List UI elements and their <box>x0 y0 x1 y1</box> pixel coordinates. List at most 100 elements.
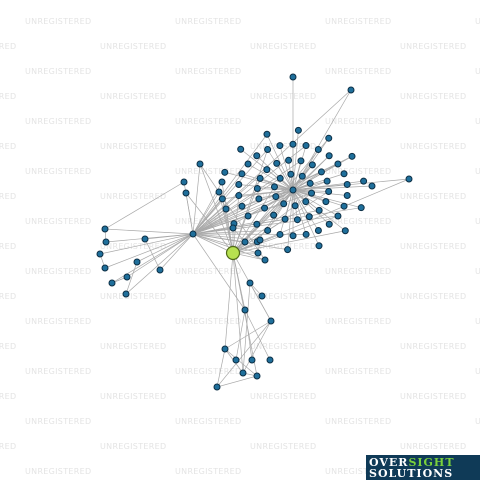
graph-node[interactable] <box>334 212 342 220</box>
graph-node[interactable] <box>101 225 109 233</box>
graph-node[interactable] <box>340 202 348 210</box>
graph-node[interactable] <box>196 160 204 168</box>
graph-node[interactable] <box>314 227 322 235</box>
graph-node[interactable] <box>255 195 263 203</box>
graph-node[interactable] <box>341 227 349 235</box>
graph-node[interactable] <box>213 383 221 391</box>
graph-node[interactable] <box>182 189 190 197</box>
graph-node[interactable] <box>325 187 333 195</box>
graph-node[interactable] <box>280 200 288 208</box>
graph-node[interactable] <box>291 202 299 210</box>
graph-node[interactable] <box>241 306 249 314</box>
graph-node[interactable] <box>235 181 243 189</box>
graph-node[interactable] <box>285 156 293 164</box>
graph-node[interactable] <box>221 345 229 353</box>
graph-node[interactable] <box>261 256 269 264</box>
graph-node[interactable] <box>96 250 104 258</box>
graph-node[interactable] <box>347 86 355 94</box>
graph-node[interactable] <box>244 160 252 168</box>
graph-node[interactable] <box>357 204 365 212</box>
graph-node[interactable] <box>308 161 316 169</box>
graph-node[interactable] <box>238 202 246 210</box>
graph-node[interactable] <box>297 157 305 165</box>
graph-node[interactable] <box>317 168 325 176</box>
focus-node[interactable] <box>225 245 241 261</box>
graph-node[interactable] <box>232 356 240 364</box>
graph-node[interactable] <box>305 213 313 221</box>
graph-node[interactable] <box>215 188 223 196</box>
graph-node[interactable] <box>254 249 262 257</box>
graph-node[interactable] <box>289 140 297 148</box>
graph-node[interactable] <box>180 178 188 186</box>
graph-node[interactable] <box>261 204 269 212</box>
graph-node[interactable] <box>253 220 261 228</box>
graph-node[interactable] <box>308 189 316 197</box>
graph-node[interactable] <box>102 238 110 246</box>
graph-node[interactable] <box>133 258 141 266</box>
graph-node[interactable] <box>322 198 330 206</box>
graph-node[interactable] <box>253 152 261 160</box>
graph-node[interactable] <box>253 372 261 380</box>
graph-node[interactable] <box>273 159 281 167</box>
graph-node[interactable] <box>122 290 130 298</box>
graph-node[interactable] <box>325 220 333 228</box>
graph-node[interactable] <box>298 172 306 180</box>
graph-node[interactable] <box>141 235 149 243</box>
graph-node[interactable] <box>325 134 333 142</box>
graph-node[interactable] <box>266 356 274 364</box>
graph-node[interactable] <box>314 145 322 153</box>
graph-node[interactable] <box>287 170 295 178</box>
graph-node[interactable] <box>360 177 368 185</box>
graph-node[interactable] <box>302 142 310 150</box>
graph-node[interactable] <box>258 292 266 300</box>
graph-node[interactable] <box>343 180 351 188</box>
graph-node[interactable] <box>289 232 297 240</box>
graph-node[interactable] <box>270 183 278 191</box>
graph-node[interactable] <box>237 145 245 153</box>
graph-node[interactable] <box>325 152 333 160</box>
graph-node[interactable] <box>276 174 284 182</box>
graph-node[interactable] <box>221 168 229 176</box>
graph-node[interactable] <box>264 145 272 153</box>
graph-node[interactable] <box>340 170 348 178</box>
graph-node[interactable] <box>293 216 301 224</box>
graph-node[interactable] <box>244 212 252 220</box>
graph-node[interactable] <box>256 174 264 182</box>
graph-node[interactable] <box>238 170 246 178</box>
graph-node[interactable] <box>189 230 197 238</box>
graph-node[interactable] <box>123 273 131 281</box>
graph-node[interactable] <box>343 191 351 199</box>
graph-node[interactable] <box>315 206 323 214</box>
graph-node[interactable] <box>272 193 280 201</box>
graph-node[interactable] <box>241 238 249 246</box>
graph-node[interactable] <box>263 166 271 174</box>
graph-node[interactable] <box>302 198 310 206</box>
graph-node[interactable] <box>368 182 376 190</box>
graph-node[interactable] <box>302 230 310 238</box>
graph-node[interactable] <box>348 152 356 160</box>
graph-node[interactable] <box>306 179 314 187</box>
graph-node[interactable] <box>263 130 271 138</box>
graph-node[interactable] <box>405 175 413 183</box>
graph-node[interactable] <box>289 73 297 81</box>
graph-node[interactable] <box>323 177 331 185</box>
graph-node[interactable] <box>284 246 292 254</box>
graph-node[interactable] <box>246 279 254 287</box>
graph-node[interactable] <box>235 192 243 200</box>
graph-node[interactable] <box>156 266 164 274</box>
graph-node[interactable] <box>276 230 284 238</box>
graph-node[interactable] <box>270 211 278 219</box>
graph-node[interactable] <box>248 356 256 364</box>
graph-node[interactable] <box>256 236 264 244</box>
graph-node[interactable] <box>108 279 116 287</box>
graph-node[interactable] <box>253 185 261 193</box>
graph-node[interactable] <box>334 160 342 168</box>
graph-node[interactable] <box>218 195 226 203</box>
graph-node[interactable] <box>101 264 109 272</box>
graph-node[interactable] <box>315 242 323 250</box>
graph-node[interactable] <box>229 224 237 232</box>
graph-node[interactable] <box>289 186 297 194</box>
graph-node[interactable] <box>264 227 272 235</box>
graph-node[interactable] <box>239 369 247 377</box>
graph-node[interactable] <box>276 142 284 150</box>
